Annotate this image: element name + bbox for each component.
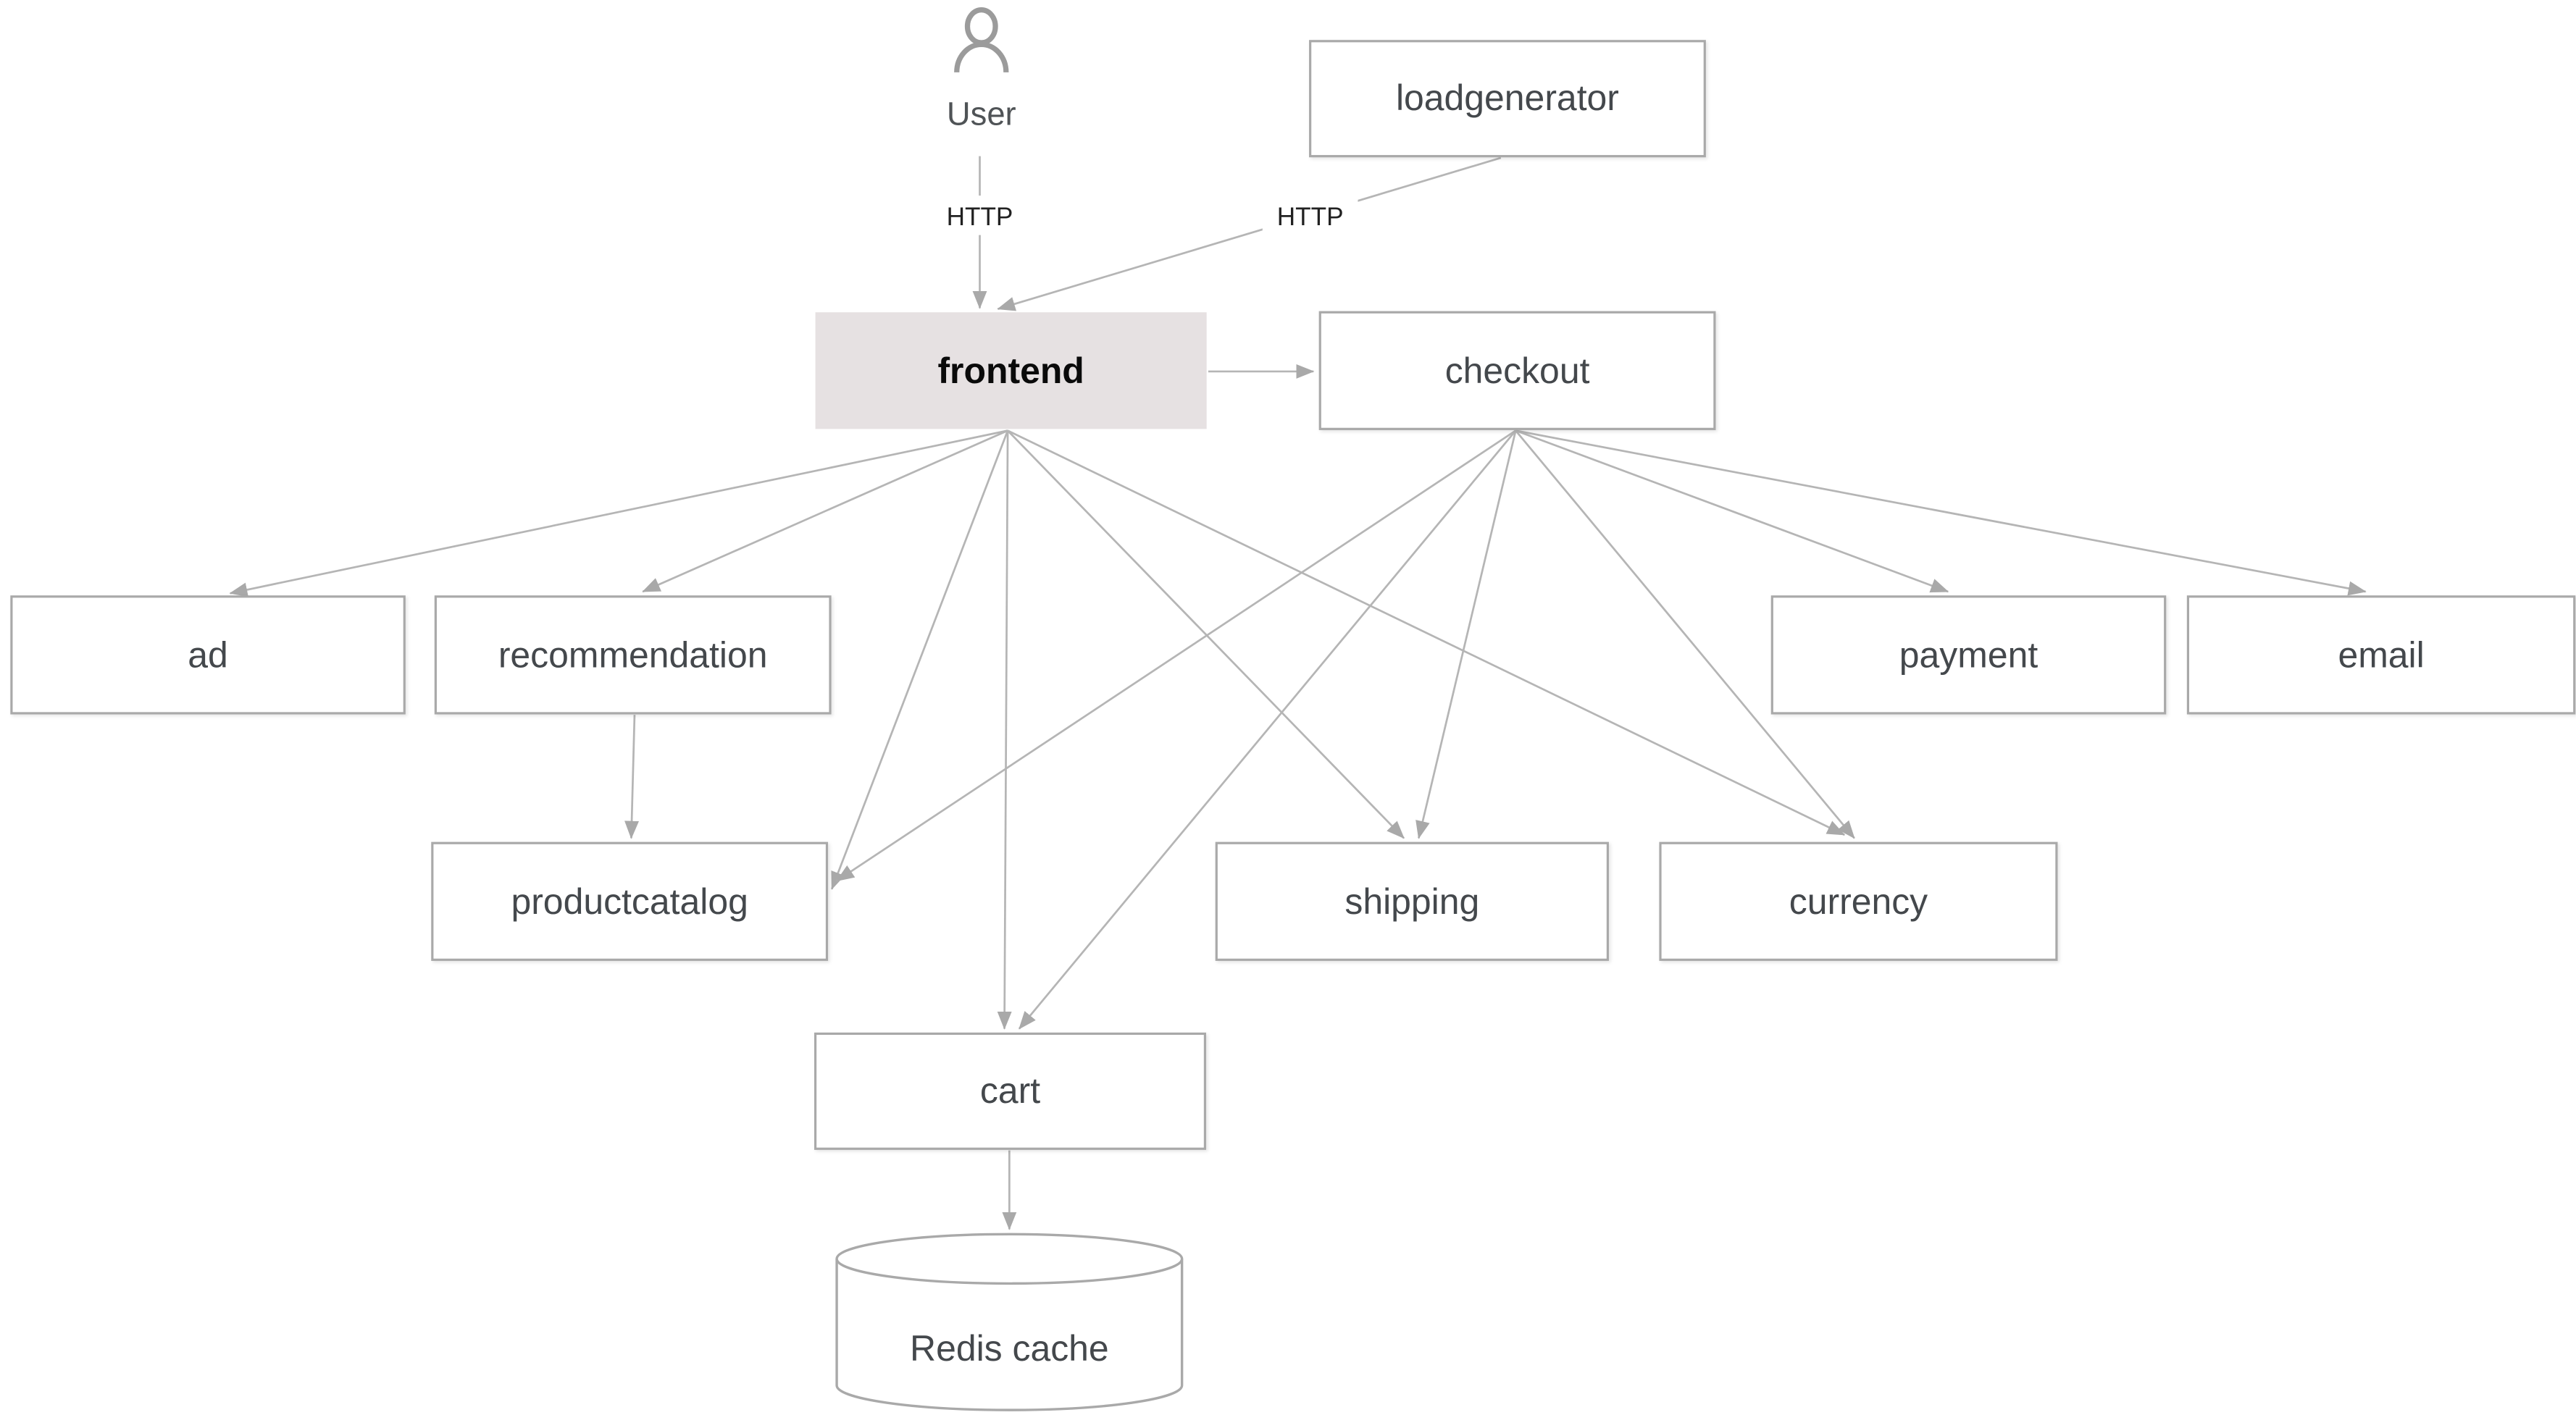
email-label: email: [2338, 634, 2424, 675]
loadgenerator-label: loadgenerator: [1396, 77, 1619, 118]
cart-box: [814, 1032, 1206, 1150]
edges: [229, 156, 2367, 1230]
http-label-bg: [932, 196, 1028, 235]
node-payment: payment: [1770, 595, 2167, 715]
edge-recommendation-productcatalog: [624, 715, 640, 839]
redis-cylinder-top: [835, 1233, 1184, 1285]
recommendation-box: [434, 595, 832, 715]
node-recommendation: recommendation: [434, 595, 832, 715]
edge-checkout-shipping: [1415, 430, 1517, 839]
productcatalog-box: [431, 841, 829, 961]
email-box: [2186, 595, 2576, 715]
edge-frontend-productcatalog: [830, 430, 1009, 890]
edge-frontend-cart: [997, 430, 1012, 1030]
productcatalog-label: productcatalog: [511, 881, 748, 922]
redis-label: Redis cache: [910, 1328, 1109, 1369]
edge-checkout-productcatalog: [836, 429, 1517, 882]
ad-box: [10, 595, 406, 715]
edge-labels: HTTP HTTP: [932, 196, 1358, 235]
frontend-label: frontend: [937, 350, 1084, 391]
edge-frontend-ad: [229, 429, 1008, 597]
node-email: email: [2186, 595, 2576, 715]
loadgenerator-box: [1309, 40, 1706, 158]
node-productcatalog: productcatalog: [431, 841, 829, 961]
currency-box: [1659, 841, 2058, 961]
node-shipping: shipping: [1215, 841, 1609, 961]
edge-checkout-currency: [1515, 429, 1855, 839]
edge-frontend-currency: [1007, 429, 1846, 836]
user-icon: [964, 7, 998, 46]
edge-frontend-recommendation: [642, 429, 1008, 593]
node-user: User: [947, 7, 1016, 133]
node-checkout: checkout: [1318, 311, 1716, 430]
cart-label: cart: [980, 1070, 1040, 1111]
currency-label: currency: [1789, 881, 1928, 922]
user-label: User: [947, 96, 1016, 133]
node-cart: cart: [814, 1032, 1206, 1150]
edge-frontend-shipping: [1007, 429, 1405, 839]
checkout-label: checkout: [1445, 350, 1590, 391]
user-icon-shoulders: [954, 41, 1009, 73]
edge-checkout-email: [1515, 429, 2367, 596]
redis-cylinder-body: [835, 1259, 1184, 1411]
payment-box: [1770, 595, 2167, 715]
shipping-box: [1215, 841, 1609, 961]
payment-label: payment: [1899, 634, 2038, 675]
edge-checkout-cart: [1018, 429, 1517, 1030]
frontend-box: [815, 312, 1207, 429]
http-label-loadgenerator: HTTP: [1277, 203, 1344, 231]
node-frontend: frontend: [815, 312, 1207, 429]
node-ad: ad: [10, 595, 406, 715]
recommendation-label: recommendation: [498, 634, 768, 675]
edge-loadgenerator-frontend: [997, 156, 1502, 311]
edge-checkout-payment: [1515, 429, 1949, 593]
shipping-label: shipping: [1345, 881, 1479, 922]
checkout-box: [1318, 311, 1716, 430]
node-loadgenerator: loadgenerator: [1309, 40, 1706, 158]
node-currency: currency: [1659, 841, 2058, 961]
ad-label: ad: [188, 634, 228, 675]
http-label-bg: [1262, 196, 1358, 235]
http-label-user: HTTP: [947, 203, 1013, 231]
node-redis: Redis cache: [835, 1233, 1184, 1411]
